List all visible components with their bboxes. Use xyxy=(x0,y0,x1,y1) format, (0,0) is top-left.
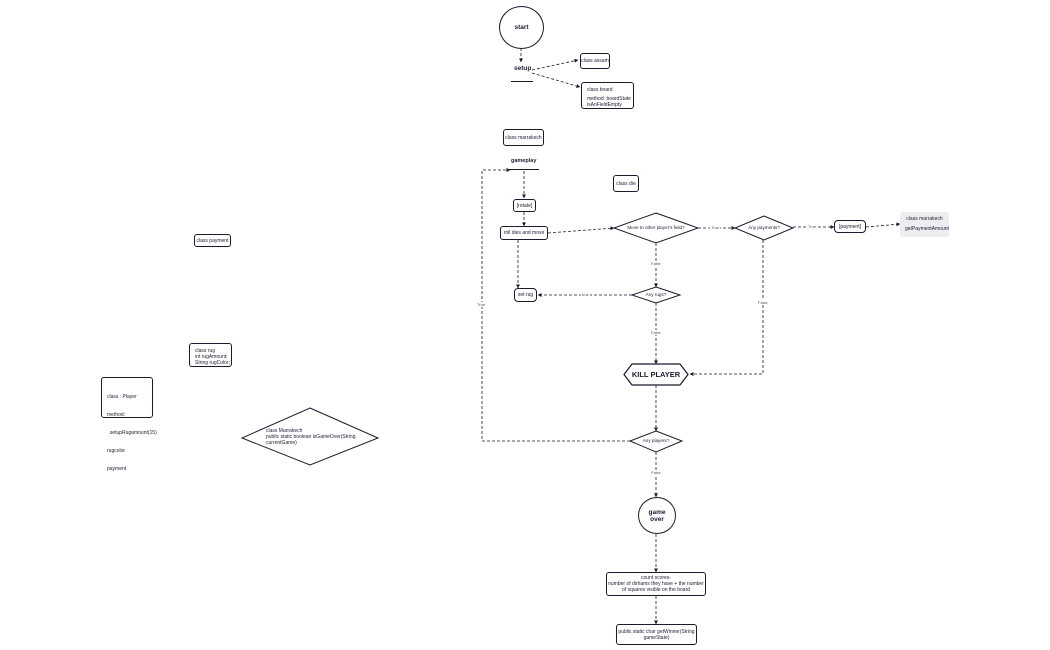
class-player-line-5: payment xyxy=(107,466,127,472)
edge-label-true-move: True xyxy=(710,225,721,230)
edge-setup-assam xyxy=(531,58,579,71)
class-board-line-1: class board xyxy=(587,87,613,93)
edge-label-true-payment: True xyxy=(807,224,818,229)
class-player-line-1: class : Player xyxy=(107,394,137,400)
class-player-line-4: rugcolor xyxy=(107,448,126,454)
count-scores-line-2: number of dirhams they have + the number xyxy=(608,581,704,587)
class-rug-line-1: class rug xyxy=(195,348,216,354)
decision-payments-shape xyxy=(733,215,795,241)
edge-label-false-move: False xyxy=(650,261,662,266)
payment-node[interactable]: [payment] xyxy=(834,220,866,233)
edge-setup-board xyxy=(531,72,581,88)
marrakech-side-line-2: getPaymentAmount xyxy=(905,226,949,232)
get-winner-line-1: public static char getWinner(String xyxy=(618,628,695,635)
class-die-node[interactable]: class die xyxy=(613,175,639,192)
marrakech-diamond-line-1: class Marrakech xyxy=(266,428,303,434)
payment-label: [payment] xyxy=(839,223,861,230)
class-player-line-3: setupRugamount(15) xyxy=(107,430,157,436)
class-assam-label: class assam xyxy=(581,58,609,64)
marrakech-diamond-line-3: currentGame) xyxy=(266,440,297,446)
decision-rugs-shape xyxy=(630,286,682,304)
roll-dies-node[interactable]: roll dies and move xyxy=(500,226,548,240)
class-rug-line-2: int rugAmount; xyxy=(195,354,228,360)
class-board-line-2: method: boardState xyxy=(587,96,631,102)
class-marrakech-top-label: class marrakech xyxy=(505,134,542,141)
class-payment-node[interactable]: class payment xyxy=(194,234,231,247)
game-over-node[interactable]: game over xyxy=(638,497,676,534)
setup-label: setup xyxy=(514,65,532,72)
marrakech-diamond-label[interactable]: class Marrakech public static boolean is… xyxy=(266,426,362,448)
start-label: start xyxy=(514,24,529,31)
class-player-line-2: method: xyxy=(107,412,126,418)
decision-players-shape xyxy=(628,430,684,453)
edge-label-false-payments: False xyxy=(757,300,769,305)
decision-move-shape xyxy=(612,212,700,244)
any-players-label: Any players? xyxy=(642,438,670,443)
rotate-label: [rotate] xyxy=(516,202,533,209)
set-rug-label: set rug xyxy=(517,292,534,298)
gameplay-label: gameplay xyxy=(511,158,537,164)
edge-label-false-rugs: False xyxy=(650,330,662,335)
class-rug-line-3: String rugColor; xyxy=(195,360,231,366)
game-over-line-2: over xyxy=(650,515,664,523)
edge-roll-move xyxy=(547,226,615,234)
rotate-node[interactable]: [rotate] xyxy=(513,199,536,212)
kill-player-shape xyxy=(623,363,689,386)
setup-bar xyxy=(511,81,533,83)
set-rug-node[interactable]: set rug xyxy=(514,288,537,302)
class-assam-node[interactable]: class assam xyxy=(580,53,610,69)
start-node[interactable]: start xyxy=(499,6,544,49)
count-scores-node[interactable]: count scores- number of dirhams they hav… xyxy=(606,572,706,596)
any-rugs-label: Any rugs? xyxy=(645,292,667,297)
game-over-line-1: game xyxy=(648,508,666,516)
kill-player-label[interactable]: KILL PLAYER xyxy=(631,370,681,379)
class-board-node[interactable]: class board method: boardState isAnField… xyxy=(581,82,634,109)
class-payment-label: class payment xyxy=(196,237,229,244)
edge-players-gameplay xyxy=(481,168,630,442)
class-marrakech-top-node[interactable]: class marrakech xyxy=(503,129,544,146)
count-scores-line-3: of squares visible on the board xyxy=(621,587,691,593)
get-winner-node[interactable]: public static char getWinner(String game… xyxy=(616,624,697,645)
marrakech-diamond-shape xyxy=(240,407,380,466)
edge-label-true-rugs: true xyxy=(581,292,590,297)
marrakech-diamond-line-2: public static boolean isGameOver(String xyxy=(266,434,356,440)
class-player-node[interactable]: class : Player method: setupRugamount(15… xyxy=(101,377,157,472)
get-winner-line-2: gameState) xyxy=(643,634,670,641)
class-die-label: class die xyxy=(616,180,636,187)
marrakech-side-line-1: class marrakech xyxy=(906,216,943,222)
edge-payments-kill xyxy=(689,240,764,376)
edge-payment-marrakech xyxy=(865,222,901,228)
class-board-line-3: isAnFieldEmpty xyxy=(587,102,622,108)
class-rug-node[interactable]: class rug int rugAmount; String rugColor… xyxy=(189,343,232,367)
any-payments-label: Any payments? xyxy=(748,225,780,230)
move-question-label: Move to other player's field? xyxy=(627,225,685,230)
gameplay-bar xyxy=(509,169,539,171)
marrakech-side-node[interactable]: class marrakech getPaymentAmount xyxy=(900,212,949,237)
count-scores-line-1: count scores- xyxy=(640,575,671,581)
edge-label-false-players: False xyxy=(650,470,662,475)
edge-label-true-players: True xyxy=(476,302,487,307)
roll-dies-label: roll dies and move xyxy=(503,230,545,236)
